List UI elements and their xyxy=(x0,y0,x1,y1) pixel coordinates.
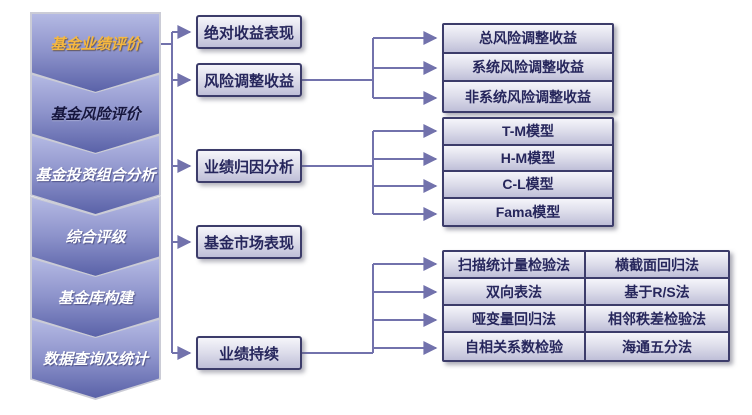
node-fama-model: Fama模型 xyxy=(444,198,612,225)
group-persistence-methods: 扫描统计量检验法 横截面回归法 双向表法 基于R/S法 哑变量回归法 相邻秩差检… xyxy=(442,250,730,362)
node-hm-model: H-M模型 xyxy=(444,145,612,172)
stage-label: 基金业绩评价 xyxy=(50,36,141,53)
node-fund-market-performance: 基金市场表现 xyxy=(196,225,302,259)
stage-label: 数据查询及统计 xyxy=(42,350,148,368)
group-risk-adjusted-children: 总风险调整收益 系统风险调整收益 非系统风险调整收益 xyxy=(442,23,614,114)
node-absolute-return: 绝对收益表现 xyxy=(196,15,302,49)
node-total-risk-adjusted-return: 总风险调整收益 xyxy=(444,25,612,54)
node-cl-model: C-L模型 xyxy=(444,172,612,199)
node-rs-based-method: 基于R/S法 xyxy=(586,279,728,304)
node-cross-section-regression: 横截面回归法 xyxy=(586,252,728,277)
node-haitong-quintile-method: 海通五分法 xyxy=(586,333,728,360)
node-adjacent-rank-diff-test: 相邻秩差检验法 xyxy=(586,306,728,331)
grid-row: 哑变量回归法 相邻秩差检验法 xyxy=(444,306,728,333)
node-systematic-risk-adjusted-return: 系统风险调整收益 xyxy=(444,53,612,83)
node-performance-persistence: 业绩持续 xyxy=(196,336,302,370)
group-attribution-models: T-M模型 H-M模型 C-L模型 Fama模型 xyxy=(442,117,614,227)
node-scan-statistic-test: 扫描统计量检验法 xyxy=(444,252,586,277)
chevron-shape: 基金业绩评价 xyxy=(32,14,159,92)
stage-label: 基金风险评价 xyxy=(50,105,141,123)
stage-label: 综合评级 xyxy=(65,228,126,246)
grid-row: 扫描统计量检验法 横截面回归法 xyxy=(444,252,728,279)
stage-label: 基金投资组合分析 xyxy=(35,166,156,184)
grid-row: 自相关系数检验 海通五分法 xyxy=(444,333,728,360)
grid-row: 双向表法 基于R/S法 xyxy=(444,279,728,306)
chevron-shape: 基金风险评价 xyxy=(32,75,159,153)
stage-label: 基金库构建 xyxy=(57,289,133,307)
node-tm-model: T-M模型 xyxy=(444,119,612,146)
node-performance-attribution: 业绩归因分析 xyxy=(196,149,302,183)
node-dummy-variable-regression: 哑变量回归法 xyxy=(444,306,586,331)
node-two-way-table-method: 双向表法 xyxy=(444,279,586,304)
node-nonsystematic-risk-adjusted-return: 非系统风险调整收益 xyxy=(444,82,612,112)
node-risk-adjusted-return: 风险调整收益 xyxy=(196,63,302,97)
node-autocorrelation-test: 自相关系数检验 xyxy=(444,333,586,360)
